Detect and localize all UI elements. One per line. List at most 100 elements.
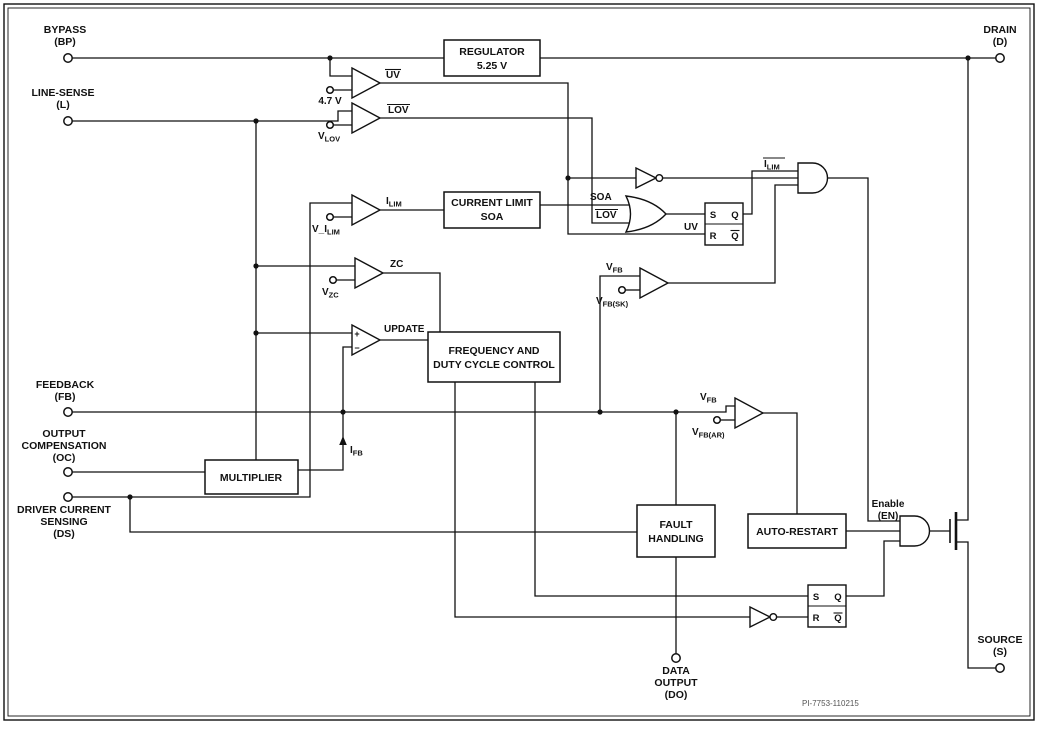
source-abbr: (S) bbox=[993, 646, 1007, 658]
vzc-label: VZC bbox=[322, 287, 339, 300]
feedback-abbr: (FB) bbox=[55, 391, 76, 403]
uv-latch-input-label: UV bbox=[684, 222, 698, 233]
update-plus-sign: + bbox=[354, 329, 359, 339]
zc-output-label: ZC bbox=[390, 259, 403, 270]
uv-output-label: UV bbox=[386, 70, 400, 81]
vlov-label: VLOV bbox=[318, 131, 340, 144]
current-limit-soa-block bbox=[443, 191, 541, 229]
latch2-qbar: Q bbox=[834, 613, 841, 624]
wires bbox=[72, 57, 996, 669]
drain-label: DRAIN bbox=[983, 24, 1016, 36]
latches bbox=[704, 202, 847, 628]
wire-mosfet-drain-lead bbox=[956, 58, 969, 521]
wire-freq-to-latch-set bbox=[534, 382, 808, 597]
wire-sk-comp-output bbox=[668, 184, 798, 284]
auto-restart-label: AUTO-RESTART bbox=[756, 526, 838, 538]
block-labels: REGULATOR 5.25 V CURRENT LIMIT SOA FREQU… bbox=[220, 46, 839, 545]
oc-label-1: OUTPUT bbox=[42, 428, 86, 440]
ref-vlov-terminal bbox=[325, 120, 335, 130]
junction-dot bbox=[340, 409, 346, 415]
inner-frame bbox=[7, 7, 1031, 717]
ilim-comparator bbox=[351, 193, 382, 227]
multiplier-block bbox=[204, 459, 299, 495]
lov-or-input-label: LOV bbox=[596, 210, 617, 221]
pin-labels: BYPASS (BP) LINE-SENSE (L) FEEDBACK (FB)… bbox=[17, 24, 1022, 701]
fault-label-2: HANDLING bbox=[648, 533, 703, 545]
ref-4v7-label: 4.7 V bbox=[318, 96, 342, 107]
feedback-terminal bbox=[63, 407, 73, 417]
junction-dot bbox=[327, 55, 333, 61]
wire-and1-output bbox=[827, 177, 900, 522]
wire-uv-comp-top-input bbox=[329, 58, 352, 77]
vfbar-label: VFB(AR) bbox=[692, 427, 725, 440]
freq-label-2: DUTY CYCLE CONTROL bbox=[433, 359, 555, 371]
line-sense-terminal bbox=[63, 116, 73, 126]
latch1-qbar: Q bbox=[731, 231, 738, 242]
ref-4v7-terminal bbox=[325, 85, 335, 95]
update-output-label: UPDATE bbox=[384, 324, 425, 335]
source-label: SOURCE bbox=[978, 634, 1023, 646]
junction-dot bbox=[965, 55, 971, 61]
line-sense-label: LINE-SENSE bbox=[31, 87, 94, 99]
or-gate bbox=[624, 195, 667, 233]
wire-feedback bbox=[72, 405, 735, 413]
enable-label-2: (EN) bbox=[878, 511, 899, 522]
vfb-sk-comparator bbox=[639, 266, 670, 300]
vfb-sk-top-label: VFB bbox=[606, 262, 623, 275]
inverter1-bubble bbox=[655, 173, 664, 182]
bypass-abbr: (BP) bbox=[54, 36, 76, 48]
current-limit-label-2: SOA bbox=[481, 211, 504, 223]
enable-and-gate bbox=[899, 515, 931, 547]
drain-abbr: (D) bbox=[993, 36, 1008, 48]
ds-label-1: DRIVER CURRENT bbox=[17, 504, 112, 516]
wire-freq-to-inverter2 bbox=[454, 382, 750, 618]
wire-ds-to-fault bbox=[129, 497, 637, 533]
line-sense-abbr: (L) bbox=[56, 99, 69, 111]
junction-dot bbox=[127, 494, 133, 500]
ref-vfbsk-terminal bbox=[617, 285, 627, 295]
regulator-block bbox=[443, 39, 541, 77]
part-number: PI-7753-110215 bbox=[802, 699, 859, 708]
ilim-output-label: ILIM bbox=[386, 196, 402, 209]
wire-driver-current-sense bbox=[72, 202, 352, 498]
junction-dot bbox=[565, 175, 571, 181]
update-comparator bbox=[351, 323, 382, 357]
output-compensation-terminal bbox=[63, 467, 73, 477]
wire-vfb-to-sk-comp bbox=[599, 275, 640, 412]
junction-dot bbox=[597, 409, 603, 415]
latch1-s: S bbox=[710, 210, 716, 221]
feedback-label: FEEDBACK bbox=[36, 379, 95, 391]
wire-line-sense bbox=[72, 110, 352, 122]
junction-dot bbox=[253, 330, 259, 336]
lov-output-label: LOV bbox=[388, 105, 409, 116]
soa-label: SOA bbox=[590, 192, 612, 203]
vfbsk-label: VFB(SK) bbox=[596, 296, 629, 309]
wire-latch1-q-output bbox=[743, 170, 798, 215]
freq-label-1: FREQUENCY AND bbox=[448, 345, 539, 357]
junction-dots bbox=[127, 55, 971, 500]
ref-vilim-terminal bbox=[325, 212, 335, 222]
junction-dot bbox=[253, 263, 259, 269]
multiplier-label: MULTIPLIER bbox=[220, 472, 283, 484]
inverter2-bubble bbox=[769, 613, 778, 622]
do-label-2: OUTPUT bbox=[654, 677, 698, 689]
latch2-r: R bbox=[813, 613, 820, 624]
data-output-terminal bbox=[671, 653, 681, 663]
bypass-label: BYPASS bbox=[44, 24, 86, 36]
signal-labels: UV LOV ILIM ZC UPDATE SOA LOV UV ILIM 4.… bbox=[312, 70, 905, 522]
vfb-ar-comparator bbox=[734, 396, 765, 430]
wire-ifb-multiplier-output bbox=[298, 346, 352, 471]
junction-dot bbox=[673, 409, 679, 415]
wire-ar-comp-output bbox=[763, 412, 798, 514]
latch2-s: S bbox=[813, 592, 819, 603]
wire-zc-output bbox=[383, 272, 441, 332]
vfb-ar-top-label: VFB bbox=[700, 392, 717, 405]
latch-labels: S Q R Q S Q R Q bbox=[710, 210, 842, 624]
current-limit-label-1: CURRENT LIMIT bbox=[451, 197, 533, 209]
frequency-duty-cycle-block bbox=[427, 331, 561, 383]
power-mosfet bbox=[949, 512, 958, 550]
drain-terminal bbox=[995, 53, 1005, 63]
zc-comparator bbox=[354, 256, 385, 290]
update-minus-sign: − bbox=[354, 343, 359, 353]
